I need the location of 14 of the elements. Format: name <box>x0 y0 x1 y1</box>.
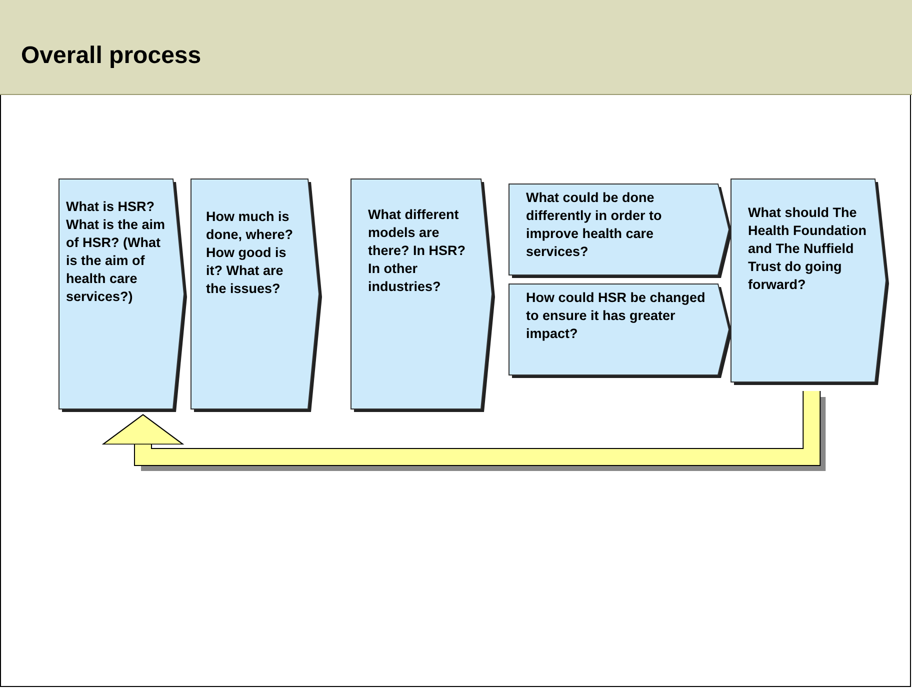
process-step <box>350 178 493 410</box>
feedback-arrow <box>102 391 820 465</box>
step-text: How much is done, where? How good is it? What are the issues? <box>206 208 294 298</box>
slide-title: Overall process <box>21 44 202 68</box>
process-step <box>730 178 887 383</box>
process-step <box>508 283 730 376</box>
process-step <box>58 178 185 410</box>
step-text: What different models are there? In HSR? In other industries? <box>368 206 467 296</box>
step-text: How could HSR be changed to ensure it has greater impact? <box>526 289 706 343</box>
step-text: What should The Health Foundation and The Nuffield Trust do going forward? <box>748 204 868 294</box>
step-text: What could be done differently in order to improve health care services? <box>526 189 663 261</box>
step-text: What is HSR? What is the aim of HSR? (What is the aim of health care services?) <box>66 198 166 306</box>
process-step <box>190 178 320 410</box>
process-step <box>508 183 730 276</box>
